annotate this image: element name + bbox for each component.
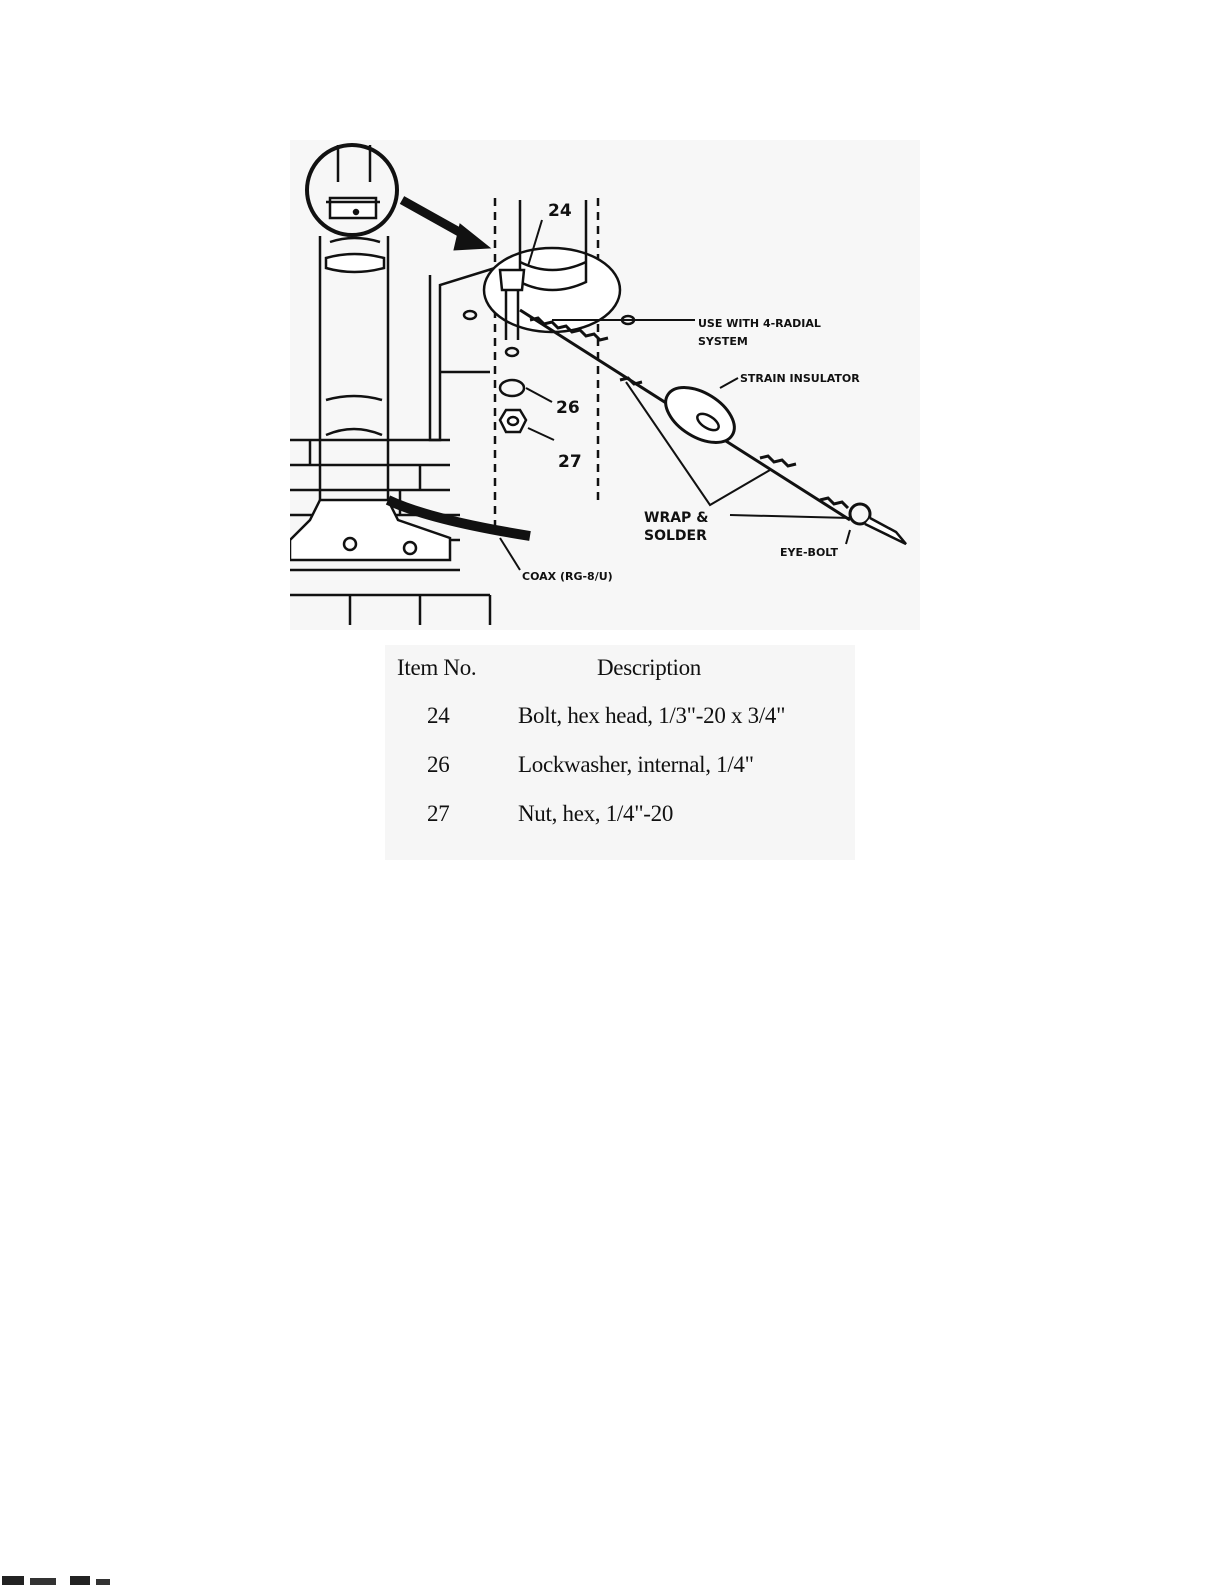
- table-header-row: Item No. Description: [385, 655, 855, 695]
- parts-table: Item No. Description 24 Bolt, hex head, …: [385, 645, 855, 860]
- callout-wrap-line2: SOLDER: [644, 528, 707, 544]
- callout-24: 24: [548, 201, 572, 221]
- callout-26: 26: [556, 398, 580, 418]
- header-item-no: Item No.: [397, 655, 527, 681]
- callout-strain-insulator: STRAIN INSULATOR: [740, 372, 860, 385]
- assembly-diagram: 24 26 27 USE WITH 4-RADIAL SYSTEM STRAIN…: [290, 140, 920, 630]
- row-description: Lockwasher, internal, 1/4": [518, 752, 754, 778]
- header-description: Description: [597, 655, 701, 681]
- callout-radial-line1: USE WITH 4-RADIAL: [698, 317, 821, 330]
- callout-wrap-line1: WRAP &: [644, 510, 708, 526]
- callout-radial-line2: SYSTEM: [698, 335, 748, 348]
- callout-eye-bolt: EYE-BOLT: [780, 546, 838, 559]
- callout-coax: COAX (RG-8/U): [522, 570, 613, 583]
- assembly-illustration: 24 26 27 USE WITH 4-RADIAL SYSTEM STRAIN…: [290, 140, 920, 630]
- cropped-footer-fragment: [0, 1572, 160, 1585]
- row-description: Bolt, hex head, 1/3"-20 x 3/4": [518, 703, 785, 729]
- row-description: Nut, hex, 1/4"-20: [518, 801, 673, 827]
- callout-27: 27: [558, 452, 582, 472]
- table-row: 27 Nut, hex, 1/4"-20: [385, 801, 855, 841]
- table-row: 26 Lockwasher, internal, 1/4": [385, 752, 855, 792]
- table-row: 24 Bolt, hex head, 1/3"-20 x 3/4": [385, 703, 855, 743]
